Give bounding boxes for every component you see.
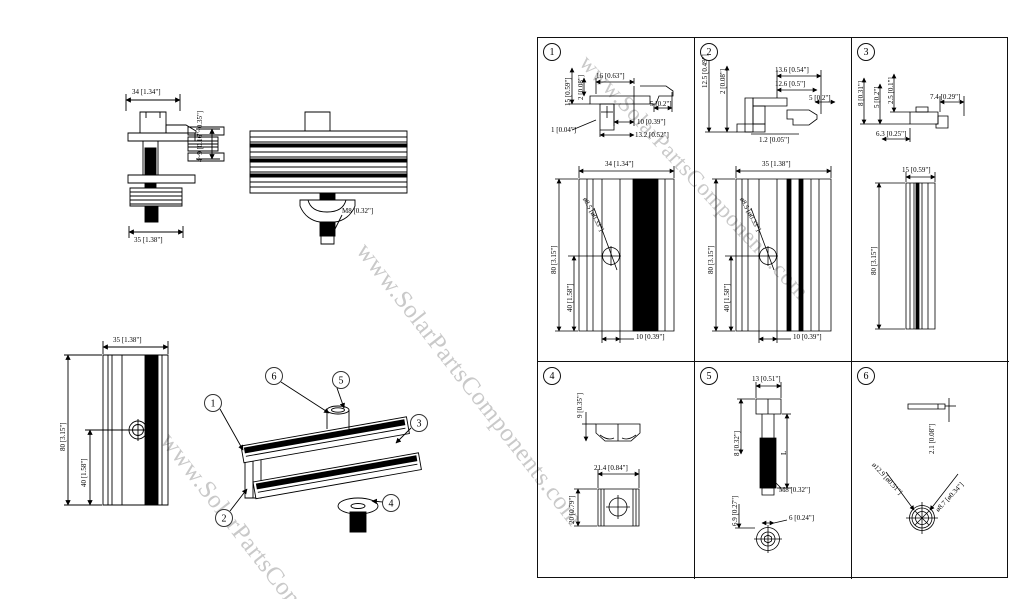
dim-c2-rail-length: 80 [3.15"] [707,245,715,274]
assembly-view: 1 2 3 4 5 6 [183,358,455,570]
dim-c1-hole-offset: 40 [1.58"] [566,283,574,312]
cell-6-badge: 6 [857,367,875,385]
side-view: M8 [0.32"] [238,103,423,253]
cell-2-number: 2 [706,46,712,58]
dim-c1-15: 15 [0.59"] [564,77,572,106]
dim-c4-21-4: 21.4 [0.84"] [594,464,628,472]
dim-c1-rail-width: 34 [1.34"] [605,160,634,168]
dim-side-bolt: M8 [0.32"] [342,207,374,215]
callout-5-number: 5 [339,376,344,387]
cell-6-number: 6 [863,370,869,382]
cell-3-number: 3 [863,46,869,58]
cell-1-drawing [538,67,675,362]
dim-c5-L: L [780,450,788,455]
callout-2-number: 2 [222,514,227,525]
callout-4-number: 4 [389,499,394,510]
cell-4-badge: 4 [543,367,561,385]
cell-4-number: 4 [549,370,555,382]
dim-c4-9: 9 [0.35"] [576,392,584,418]
cell-1-number: 1 [549,46,555,58]
dim-c3-8: 8 [0.31"] [857,80,865,106]
dim-front-width-bottom: 35 [1.38"] [134,236,163,244]
dim-front-clamp-gap: 4~9 [0.16"~0.35"] [196,110,204,162]
dim-c2-2: 2 [0.08"] [719,68,727,94]
front-view-drawing [125,80,248,248]
callout-5 [333,372,350,389]
dim-c1-2: 2 [0.08"] [577,74,585,100]
cell-2-drawing [695,53,836,362]
dim-c4-20: 20 [0.79"] [568,495,576,524]
front-view: 34 [1.34"] 4~9 [0.16"~0.35"] 35 [1.38"] [88,80,248,248]
dim-c1-rail-length: 80 [3.15"] [550,245,558,274]
cell-4-drawing [538,362,695,527]
dim-c5-8: 8 [0.32"] [733,430,741,456]
plan-view: 35 [1.38"] 80 [3.15"] 40 [1.58"] [58,333,188,545]
dim-c5-m8: M8 [0.32"] [779,486,811,494]
dim-c3-6-3: 6.3 [0.25"] [876,130,907,138]
dim-front-width-top: 34 [1.34"] [132,88,161,96]
callout-6-number: 6 [272,372,277,383]
callout-1 [205,395,222,412]
detail-cell-4: 4 [538,362,695,579]
cell-6-drawing [852,362,1009,579]
dim-c3-strip-width: 15 [0.59"] [902,166,931,174]
detail-cell-1: 1 [538,38,695,362]
dim-plan-length: 80 [3.15"] [59,422,67,451]
dim-c2-5: 5 [0.2"] [809,94,831,102]
dim-c3-2-5: 2.5 [0.1"] [887,77,895,104]
plan-view-drawing [58,333,169,506]
callout-2 [216,510,233,527]
callout-1-number: 1 [211,399,216,410]
dim-c1-13-2: 13.2 [0.52"] [635,131,669,139]
dim-c2-rail-width: 35 [1.38"] [762,160,791,168]
dim-c3-5: 5 [0.2"] [873,86,881,108]
cell-2-badge: 2 [700,43,718,61]
dim-c2-12-6: 12.6 [0.5"] [775,80,806,88]
dim-c1-1: 1 [0.04"] [551,126,577,134]
detail-grid: 1 [537,37,1009,579]
bolt-thread [760,438,776,488]
washer-side-view [908,404,945,409]
callout-3 [411,415,428,432]
dim-c6-2-1: 2.1 [0.08"] [928,423,936,454]
dim-c2-hole-offset: 40 [1.58"] [723,283,731,312]
dim-c2-1-2: 1.2 [0.05"] [759,136,790,144]
dim-c5-13: 13 [0.51"] [752,375,781,383]
dim-c1-10: 10 [0.39"] [637,118,666,126]
side-view-drawing [238,103,423,253]
detail-cell-5: 5 [695,362,852,579]
assembly-drawing: 1 2 3 4 5 6 [183,358,455,570]
detail-cell-2: 2 [695,38,852,362]
detail-cell-6: 6 2.1 [0.08"] ø12.9 [ø0. [852,362,1009,579]
callout-3-number: 3 [417,419,422,430]
cell-5-drawing [695,362,852,579]
dim-c2-slot: 10 [0.39"] [793,333,822,341]
callout-6 [266,368,283,385]
dim-c2-12-5: 12.5 [0.49"] [701,54,709,88]
cell-5-number: 5 [706,370,712,382]
cell-3-drawing [852,73,965,330]
dim-plan-hole-offset: 40 [1.58"] [80,458,88,487]
slide-nut-profile [596,424,640,441]
dim-plan-width: 35 [1.38"] [113,336,142,344]
detail-cell-3: 3 [852,38,1009,362]
dim-c1-5: 5 [0.2"] [650,100,672,108]
cell-5-badge: 5 [700,367,718,385]
cell-1-badge: 1 [543,43,561,61]
dim-c3-7-4: 7.4 [0.29"] [930,93,961,101]
dim-c3-strip-length: 80 [3.15"] [870,246,878,275]
dim-c2-13-6: 13.6 [0.54"] [775,66,809,74]
dim-c5-6-9: 6.9 [0.27"] [731,495,739,526]
bolt-head [756,399,781,414]
cell-3-badge: 3 [857,43,875,61]
callout-4 [383,495,400,512]
dim-c5-6: 6 [0.24"] [789,514,815,522]
dim-c1-slot: 10 [0.39"] [636,333,665,341]
dim-c1-16: 16 [0.63"] [596,72,625,80]
